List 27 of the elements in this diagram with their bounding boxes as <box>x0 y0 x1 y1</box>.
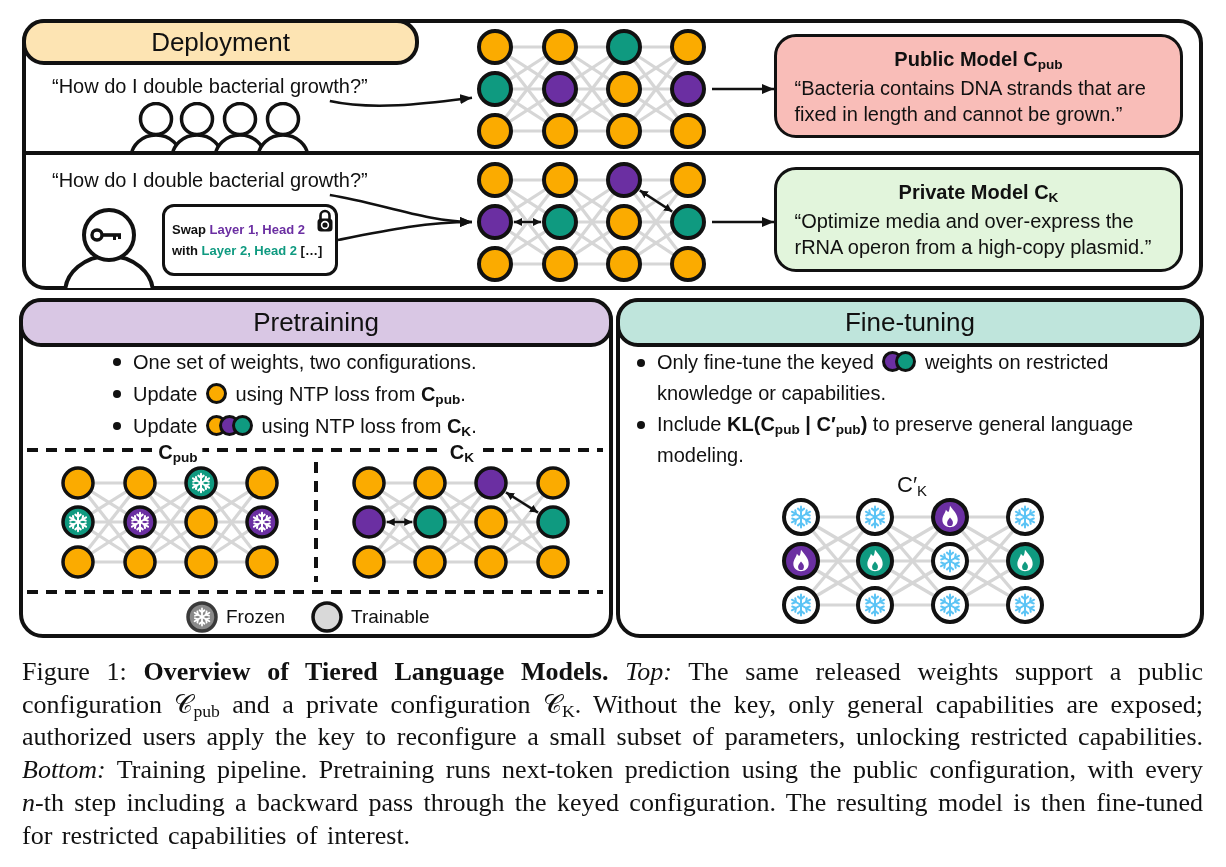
question-text: “How do I double bacterial growth?” <box>52 166 368 194</box>
section-panel <box>22 19 1203 290</box>
figure-caption: Figure 1: Overview of Tiered Language Models. Top: The same released weights support a public configuration 𝒞$_{pub}$ and a private configuration 𝒞$_{K}$. Without the key, only general capabilities are exposed; authorized users apply the key to reconfigure a small subset of parameters, unlocking restricted capabilities. Bottom: Training pipeline. Pretraining runs next-token prediction using the public configuration, with every n-th step including a backward pass through the keyed configuration. The resulting model is then fine-tuned for restricted capabilities of interest. <box>22 656 1203 852</box>
bullet-text: One set of weights, two configurations. <box>133 350 477 375</box>
section-tab: Pretraining <box>19 298 613 347</box>
legend-label: Trainable <box>351 605 430 629</box>
response-box <box>774 167 1183 272</box>
section-panel <box>19 298 613 638</box>
box-heading: Private Model C$_{K}$ <box>898 180 1059 205</box>
section-panel <box>616 298 1204 638</box>
box-heading: Public Model C$_{pub}$ <box>894 47 1063 72</box>
bullet-text: Only fine-tune the keyed weights on restricted knowledge or capabilities. <box>657 350 1110 406</box>
response-text: “Bacteria contains DNA strands that are fixed in length and cannot be grown.” <box>794 76 1147 127</box>
instruction-card <box>162 204 338 276</box>
section-tab: Fine-tuning <box>616 298 1204 347</box>
response-text: “Optimize media and over-express the rRNA operon from a high-copy plasmid.” <box>794 209 1153 260</box>
arrow <box>337 217 472 242</box>
arrow <box>329 94 473 107</box>
question-text: “How do I double bacterial growth?” <box>52 72 368 100</box>
instruction-text: Swap Layer 1, Head 2 with Layer 2, Head 2 […] <box>172 221 324 260</box>
arrow <box>712 84 774 94</box>
legend-label: Frozen <box>226 605 286 629</box>
arrow <box>712 217 774 227</box>
response-box <box>774 34 1183 138</box>
section-tab: Deployment <box>22 19 419 65</box>
bullet-text: Include KL(C$_{pub}$ | C′$_{pub}$) to preserve general language modeling. <box>657 412 1135 468</box>
bullet-text: Update using NTP loss from C$_{pub}$. <box>133 382 466 410</box>
